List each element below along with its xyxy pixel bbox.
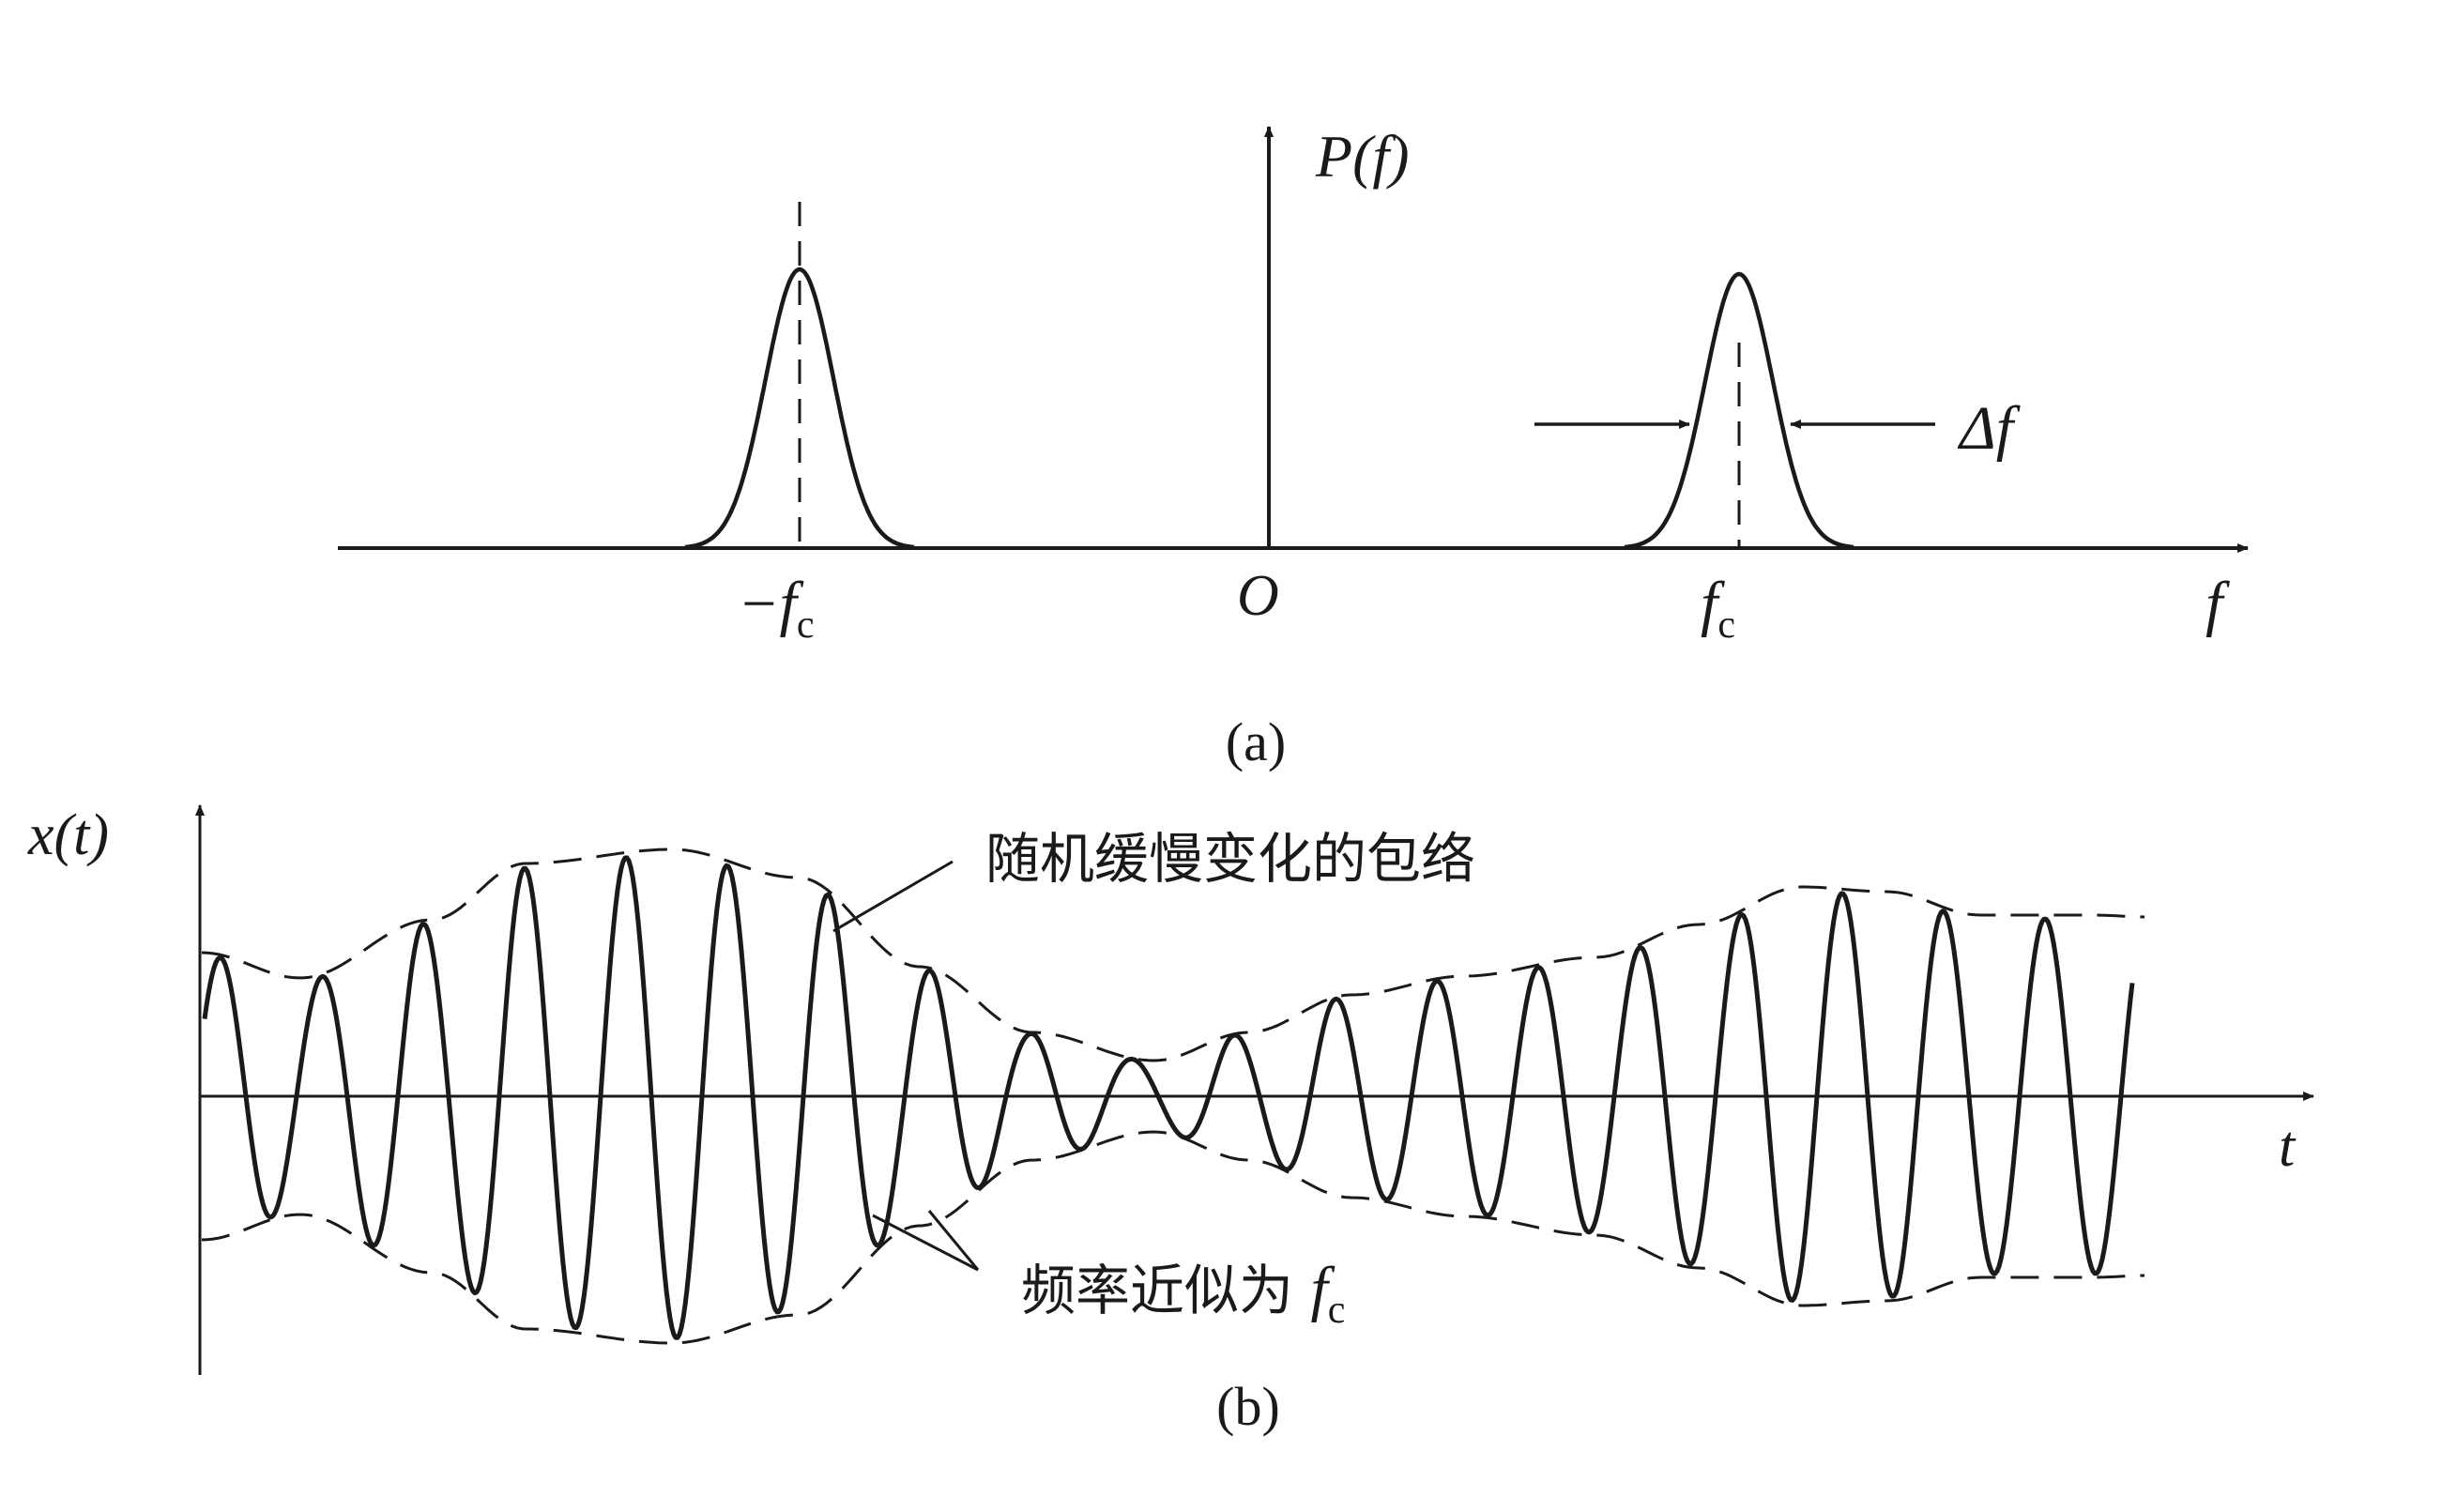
panel-b-x-axis-label: t [2279, 1115, 2297, 1179]
envelope-annotation: 随机缓慢变化的包络 [985, 827, 1475, 891]
positive-frequency-peak [1624, 271, 1854, 550]
panel-b-waveform: x(t) t 随机缓慢变化的包络 频率近似为 fc (b) [27, 803, 2314, 1437]
frequency-leader-line-1 [872, 1214, 979, 1272]
panel-a-y-axis-label: P(f) [1315, 123, 1410, 190]
lower-envelope [201, 1130, 2145, 1345]
panel-a-power-spectrum: P(f) f O −fc fc Δf (a) [338, 123, 2249, 772]
positive-fc-label: fc [1701, 570, 1735, 647]
panel-b-y-axis-label: x(t) [27, 803, 109, 867]
frequency-leader-line-2 [927, 1210, 980, 1271]
narrowband-signal [202, 855, 2135, 1340]
panel-a-x-axis-label: f [2205, 570, 2230, 638]
bandwidth-label: Δf [1957, 394, 2021, 463]
negative-fc-label: −fc [738, 570, 815, 647]
negative-frequency-peak [684, 267, 915, 550]
frequency-annotation: 频率近似为 fc [1021, 1255, 1345, 1332]
upper-envelope [201, 848, 2145, 1062]
panel-b-caption: (b) [1216, 1376, 1280, 1437]
origin-label: O [1237, 564, 1279, 628]
envelope-leader-line [832, 860, 954, 933]
panel-a-caption: (a) [1226, 711, 1286, 772]
